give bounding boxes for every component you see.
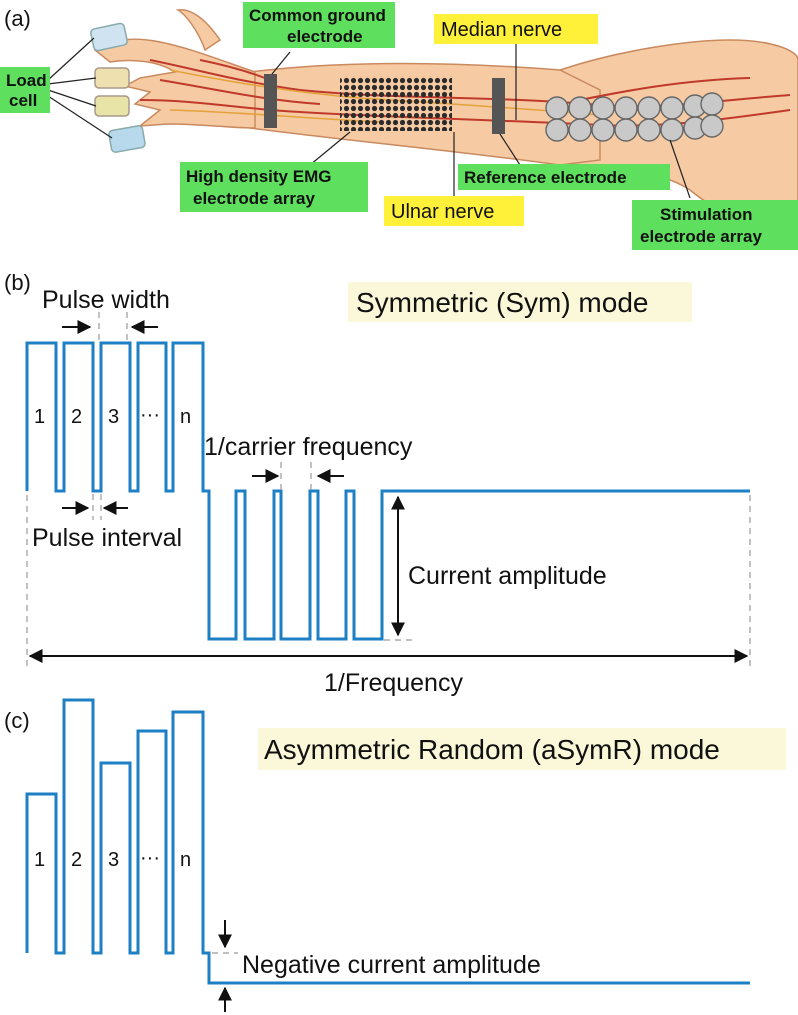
asym-title-bg xyxy=(258,728,786,770)
current-amplitude-label: Current amplitude xyxy=(408,562,607,590)
svg-text:Median nerve: Median nerve xyxy=(441,19,562,41)
asym-pulse-labels: 1 2 3 ··· n xyxy=(34,847,191,871)
label-ulnar-nerve: Ulnar nerve xyxy=(384,196,524,226)
negative-amplitude-label: Negative current amplitude xyxy=(242,951,541,979)
reference-electrode xyxy=(492,78,505,134)
load-cell-1 xyxy=(90,22,128,52)
asym-pulse-3: 3 xyxy=(108,849,119,871)
sym-pulse-n: n xyxy=(180,406,191,428)
svg-text:High density EMG: High density EMG xyxy=(186,167,331,186)
sym-pulse-2: 2 xyxy=(71,406,82,428)
asym-mode-title: Asymmetric Random (aSymR) mode xyxy=(264,734,720,765)
label-stimulation-array: Stimulation electrode array xyxy=(632,200,798,250)
label-load-cell: Load cell xyxy=(0,67,50,113)
svg-text:Reference electrode: Reference electrode xyxy=(464,168,627,187)
svg-text:electrode array: electrode array xyxy=(640,227,762,246)
frequency-label: 1/Frequency xyxy=(324,669,463,697)
asym-pulse-2: 2 xyxy=(71,849,82,871)
hd-emg-array xyxy=(340,76,452,131)
arm-illustration xyxy=(90,9,798,227)
svg-text:Ulnar nerve: Ulnar nerve xyxy=(391,201,494,223)
panel-b: (b) Symmetric (Sym) mode Pulse width 1 2… xyxy=(4,270,751,697)
panel-a: (a) xyxy=(0,2,798,250)
asym-pulse-dots: ··· xyxy=(140,847,160,869)
sym-pulse-3: 3 xyxy=(108,406,119,428)
asym-pulse-n: n xyxy=(180,849,191,871)
sym-pulse-1: 1 xyxy=(34,406,45,428)
label-common-ground: Common ground electrode xyxy=(243,2,395,48)
svg-text:cell: cell xyxy=(9,91,37,110)
hand xyxy=(93,38,256,129)
pulse-width-label: Pulse width xyxy=(42,286,170,314)
thumb xyxy=(175,9,222,52)
panel-c-letter: (c) xyxy=(4,708,30,733)
panel-c: (c) Asymmetric Random (aSymR) mode 1 2 3… xyxy=(4,698,786,1012)
load-cell-3 xyxy=(94,95,130,117)
svg-text:electrode array: electrode array xyxy=(193,189,315,208)
panel-a-letter: (a) xyxy=(4,6,31,31)
asym-pulse-1: 1 xyxy=(34,849,45,871)
label-hd-emg: High density EMG electrode array xyxy=(180,162,368,212)
pulse-interval-label: Pulse interval xyxy=(32,524,182,552)
panel-b-letter: (b) xyxy=(4,270,31,295)
stimulation-array xyxy=(545,92,724,142)
label-median-nerve: Median nerve xyxy=(434,14,598,44)
label-reference-electrode: Reference electrode xyxy=(458,164,670,190)
common-ground-electrode xyxy=(264,74,277,128)
svg-text:Common ground: Common ground xyxy=(249,6,386,25)
leader-lines xyxy=(47,37,691,200)
sym-pulse-labels: 1 2 3 ··· n xyxy=(34,404,191,428)
svg-text:Stimulation: Stimulation xyxy=(660,205,753,224)
svg-text:electrode: electrode xyxy=(287,27,363,46)
load-cells xyxy=(90,22,146,153)
sym-title-bg xyxy=(348,282,692,322)
carrier-label: 1/carrier frequency xyxy=(204,433,413,461)
asym-waveform xyxy=(25,698,750,985)
sym-mode-title: Symmetric (Sym) mode xyxy=(356,287,648,318)
sym-pulse-dots: ··· xyxy=(140,404,160,426)
load-cell-4 xyxy=(108,125,146,153)
svg-text:Load: Load xyxy=(6,71,47,90)
sym-waveform xyxy=(25,341,750,641)
load-cell-2 xyxy=(94,67,130,89)
